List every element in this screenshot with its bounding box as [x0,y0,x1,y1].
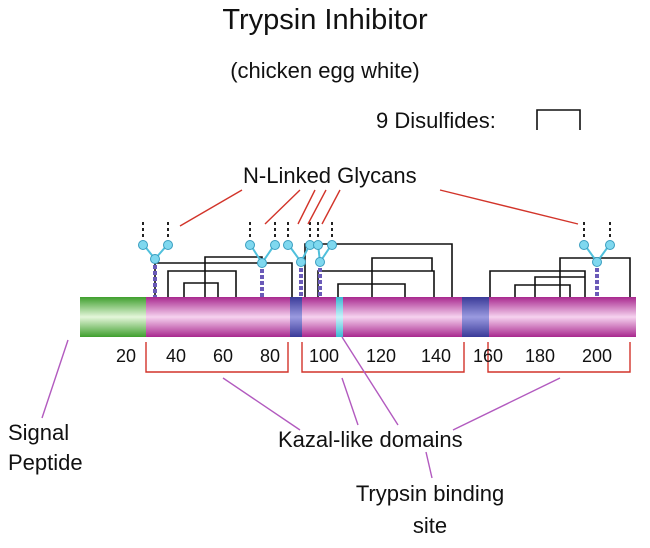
protein-bar [80,297,636,337]
axis-tick-label: 200 [582,346,612,366]
linker-segment-2 [462,297,490,337]
disulfide-bond [534,276,585,297]
trypsin-site-pointer [341,336,399,426]
glycan-pointer-line [439,189,579,225]
trypsin-site-pointer [425,451,433,479]
disulfide-bond [183,282,219,297]
kazal-domain-1 [146,297,292,337]
axis-tick-label: 80 [260,346,280,366]
axis-tick-label: 160 [473,346,503,366]
trypsin-binding-site-mark [336,297,343,337]
axis-tick-label: 40 [166,346,186,366]
axis-tick-label: 60 [213,346,233,366]
glycan-tree-2 [245,222,280,297]
diagram-subtitle: (chicken egg white) [230,58,420,83]
signal-peptide-label-line-2: Peptide [8,450,83,475]
axis-tick-label: 120 [366,346,396,366]
axis-tick-label: 20 [116,346,136,366]
n-linked-glycans-label: N-Linked Glycans [243,163,417,188]
disulfide-bond [154,262,293,297]
sequence-axis: 20 40 60 80 100 120 140 160 180 200 [116,346,612,366]
glycan-tree-3 [283,222,315,297]
glycan-tree-1 [138,222,173,297]
signal-peptide-label: Signal Peptide [8,418,83,478]
glycan-pointer-line [179,189,243,227]
kazal-domains-label: Kazal-like domains [278,427,463,452]
kazal-pointer-line [452,377,561,431]
kazal-pointer-line [222,377,301,431]
glycan-pointer-line [321,189,341,225]
kazal-pointer-line [341,377,359,426]
kazal-domain-bracket-1 [145,342,289,373]
kazal-domain-3 [489,297,636,337]
glycan-pointers [179,189,579,227]
disulfide-legend-icon [536,109,581,130]
axis-tick-label: 140 [421,346,451,366]
kazal-domain-2 [302,297,464,337]
glycan-pointer-line [264,189,301,225]
kazal-domain-bracket-3 [487,342,631,373]
signal-peptide-pointer [41,339,69,419]
linker-segment-1 [290,297,302,337]
trypsin-binding-site-label: Trypsin binding site [340,478,520,542]
trypsin-binding-site-label-line-2: site [412,513,448,538]
signal-peptide-label-line-1: Signal [8,420,70,445]
kazal-domain-bracket-2 [301,342,465,373]
domain-brackets [145,342,631,373]
disulfide-legend-label: 9 Disulfides: [376,108,496,133]
disulfide-bonds [154,243,631,297]
axis-tick-label: 100 [309,346,339,366]
axis-tick-label: 180 [525,346,555,366]
annotation-pointers [41,336,561,479]
glycan-tree-4 [313,222,337,297]
disulfide-bond [167,270,237,297]
diagram-title: Trypsin Inhibitor [222,4,428,36]
glycan-tree-5 [579,222,615,297]
signal-peptide-segment [80,297,146,337]
disulfide-bond [371,257,433,297]
disulfide-bond [489,270,586,297]
trypsin-binding-site-label-line-1: Trypsin binding [355,481,505,506]
disulfide-bond [304,243,453,297]
disulfide-bond [514,284,571,297]
glycan-pointer-line [307,189,327,225]
glycan-pointer-line [297,189,316,225]
